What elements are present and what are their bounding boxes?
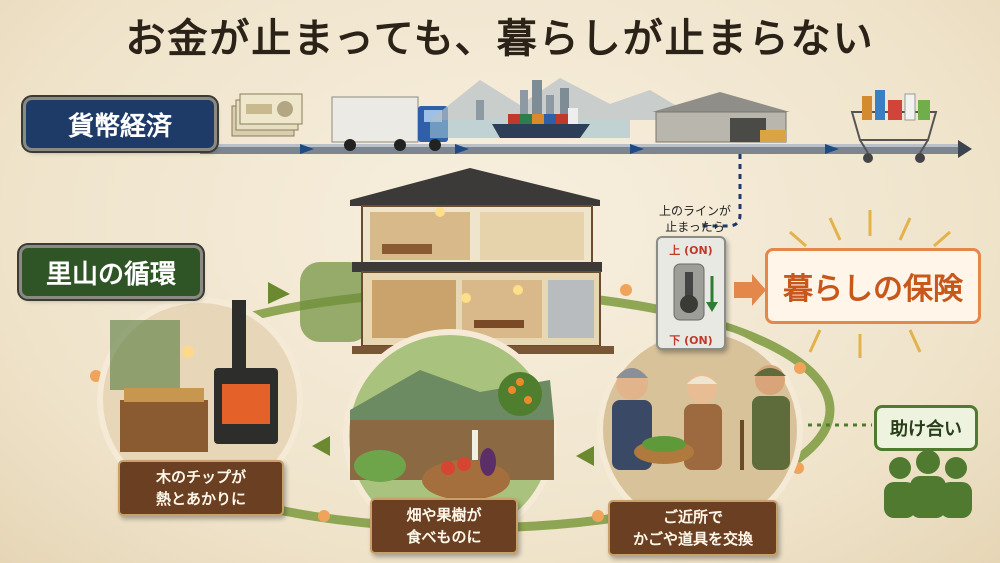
house-icon [300, 168, 614, 354]
warehouse-icon [652, 92, 790, 143]
wood-stove-icon [97, 297, 303, 503]
vegetables-icon [343, 329, 557, 543]
villagers-icon [597, 327, 803, 533]
mutual-help-badge: 助け合い [874, 405, 978, 451]
money-pipeline [200, 140, 972, 158]
switch-top-label: 上 (ON) [669, 244, 713, 257]
arrow-to-insurance [734, 274, 766, 306]
cargo-ship-icon [430, 108, 630, 138]
field-label-line1: 畑や果樹が [406, 506, 482, 524]
exchange-label-line2: かごや道具を交換 [632, 530, 753, 548]
wood-label-line1: 木のチップが [155, 468, 246, 486]
insurance-rays [789, 210, 951, 358]
switch-bottom-label: 下 (ON) [669, 334, 713, 347]
field-label-line2: 食べものに [406, 528, 482, 546]
exchange-label-line1: ご近所で [662, 508, 723, 526]
people-group-icon [884, 450, 972, 518]
shopping-cart-icon [850, 90, 938, 163]
satoyama-cycle-plate: 里山の循環 [22, 248, 200, 296]
toggle-switch-icon[interactable]: 上 (ON) 下 (ON) [656, 236, 726, 350]
wood-chip-label: 木のチップが 熱とあかりに [118, 460, 284, 516]
switch-note-line2: 止まったら [665, 220, 725, 234]
switch-note-line1: 上のラインが [658, 204, 731, 218]
field-label: 畑や果樹が 食べものに [370, 498, 518, 554]
switch-lever [673, 263, 718, 321]
page-title: お金が止まっても、暮らしが止まらない [125, 16, 875, 62]
life-insurance-label: 暮らしの保険 [765, 248, 981, 324]
switch-note: 上のラインが 止まったら [640, 203, 750, 235]
banknotes-icon [231, 93, 303, 137]
money-economy-plate: 貨幣経済 [26, 100, 214, 148]
city-skyline [430, 78, 700, 120]
exchange-label: ご近所で かごや道具を交換 [608, 500, 778, 556]
wood-label-line2: 熱とあかりに [155, 490, 246, 508]
